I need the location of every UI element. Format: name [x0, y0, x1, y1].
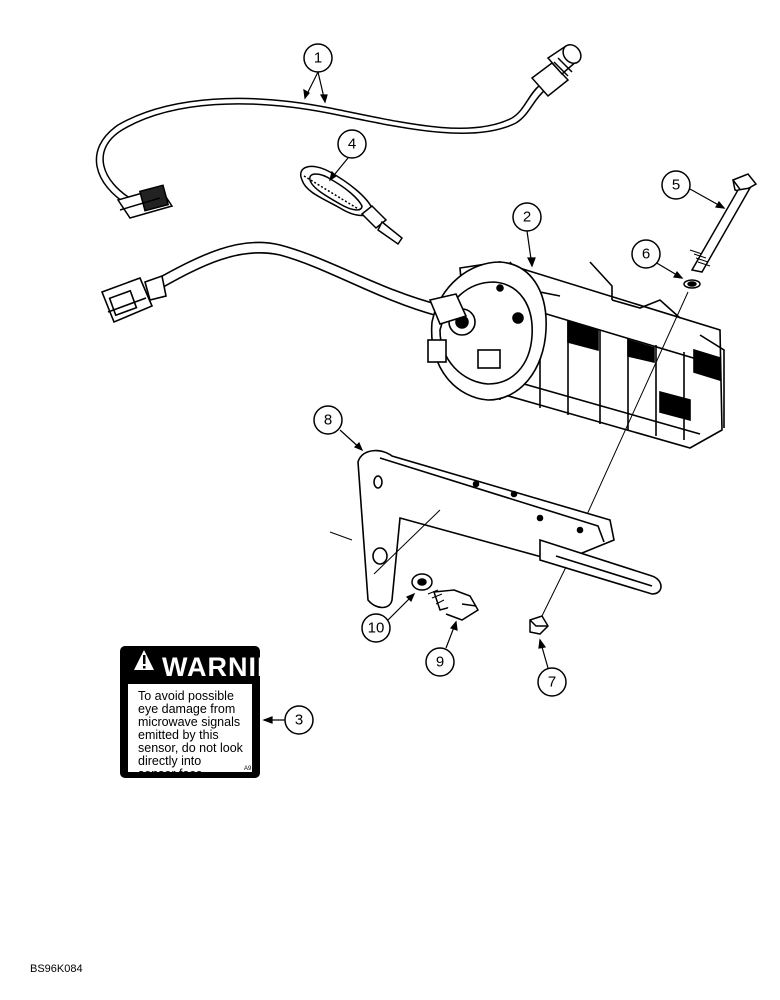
- callout-6: 6: [631, 239, 661, 269]
- warning-line: eye damage from: [138, 702, 235, 716]
- callout-number: 4: [348, 136, 356, 153]
- leader-lines: [262, 71, 726, 724]
- bolt: [689, 173, 758, 273]
- callout-number: 5: [672, 177, 680, 194]
- warning-line: microwave signals: [138, 715, 240, 729]
- extension-line: [539, 566, 567, 621]
- cap-screw: [427, 589, 480, 621]
- reference-code: BS96K084: [30, 963, 83, 975]
- callout-10: 10: [361, 613, 391, 643]
- callout-number: 8: [324, 412, 332, 429]
- callout-number: 2: [523, 209, 531, 226]
- wire-harness: [95, 44, 582, 219]
- washer: [683, 279, 701, 289]
- callout-3: 3: [284, 705, 314, 735]
- extension-line: [373, 509, 441, 575]
- hex-nut: [529, 615, 549, 635]
- cable-tie: [300, 165, 404, 246]
- warning-line: sensor, do not look: [138, 741, 244, 755]
- callout-number: 6: [642, 246, 650, 263]
- callout-8: 8: [313, 405, 343, 435]
- callout-5: 5: [661, 170, 691, 200]
- warning-triangle-icon: [134, 650, 154, 670]
- callout-number: 3: [295, 712, 303, 729]
- callout-number: 7: [548, 674, 556, 691]
- mounting-bracket: [357, 449, 662, 609]
- warning-line: sensor face.: [138, 767, 206, 781]
- callout-number: 9: [436, 654, 444, 671]
- callout-7: 7: [537, 667, 567, 697]
- callout-1: 1: [303, 43, 333, 73]
- warning-label: WARNING To avoid possible eye damage fro…: [120, 646, 300, 781]
- callout-number: 1: [314, 50, 322, 67]
- callout-2: 2: [512, 202, 542, 232]
- radar-sensor: [100, 241, 725, 449]
- warning-line: directly into: [138, 754, 201, 768]
- warning-line: To avoid possible: [138, 689, 234, 703]
- flat-washer: [411, 573, 433, 591]
- warning-line: emitted by this: [138, 728, 219, 742]
- callout-4: 4: [337, 129, 367, 159]
- warning-title: WARNING: [162, 652, 300, 682]
- callout-number: 10: [368, 620, 385, 637]
- callout-9: 9: [425, 647, 455, 677]
- label-code: A9: [244, 766, 252, 772]
- assembly-line: [579, 291, 689, 531]
- extension-line: [329, 531, 353, 541]
